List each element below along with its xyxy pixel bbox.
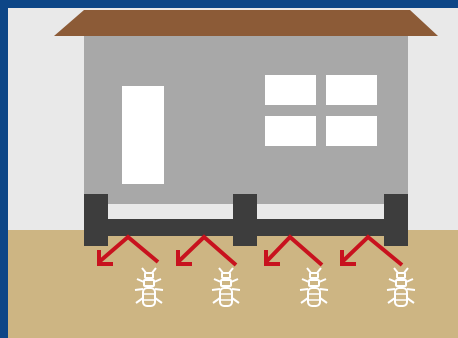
door-icon [122, 86, 164, 184]
ground [8, 230, 458, 338]
roof-icon [54, 10, 438, 36]
